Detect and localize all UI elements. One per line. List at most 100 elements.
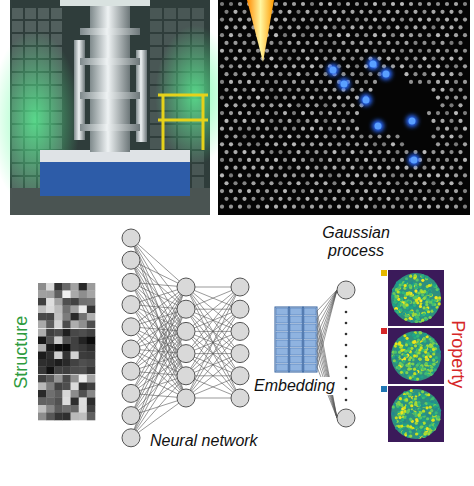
stem-image: [436, 80, 440, 84]
property-map: [424, 317, 427, 320]
stem-image: [337, 158, 341, 162]
stem-image: [409, 205, 413, 209]
property-map: [400, 411, 403, 414]
property-map: [435, 365, 438, 368]
stem-image: [454, 111, 458, 115]
property-map: [404, 350, 407, 353]
stem-image: [292, 142, 296, 146]
structure-patch: [54, 367, 62, 375]
stem-image: [332, 88, 336, 92]
microscope-photo: [12, 8, 23, 19]
stem-image: [332, 103, 336, 107]
stem-image: [391, 49, 395, 53]
stem-image: [449, 10, 453, 14]
stem-image: [247, 49, 251, 53]
stem-image: [224, 41, 228, 45]
property-map: [425, 406, 428, 409]
structure-patch: [38, 283, 46, 291]
stem-image: [359, 72, 363, 76]
stem-image: [445, 2, 449, 6]
stem-image: [337, 49, 341, 53]
stem-image: [418, 80, 422, 84]
stem-image: [256, 205, 260, 209]
stem-image: [400, 205, 404, 209]
property-map: [413, 340, 416, 343]
stem-image: [292, 158, 296, 162]
stem-image: [278, 166, 282, 170]
stem-image: [363, 97, 370, 104]
structure-patch: [71, 383, 79, 391]
stem-image: [440, 25, 444, 29]
stem-image: [458, 72, 462, 76]
microscope-photo: [51, 21, 62, 32]
stem-image: [427, 49, 431, 53]
structure-patch: [62, 413, 70, 421]
property-map: [400, 421, 403, 424]
layer-label: Neural network: [150, 432, 258, 450]
stem-image: [400, 158, 404, 162]
microscope-photo: [80, 58, 140, 65]
stem-image: [269, 25, 273, 29]
stem-image: [310, 95, 314, 99]
stem-image: [242, 134, 246, 138]
stem-image: [400, 17, 404, 21]
stem-image: [251, 56, 255, 60]
structure-patch: [46, 352, 54, 360]
stem-image: [377, 197, 381, 201]
property-map: [409, 435, 412, 438]
structure-patch: [87, 337, 95, 345]
stem-image: [386, 181, 390, 185]
stem-image: [341, 197, 345, 201]
stem-image: [314, 56, 318, 60]
neural-network: [186, 287, 240, 354]
stem-image: [247, 205, 251, 209]
embedding-block: [276, 340, 288, 347]
property-map: [410, 281, 413, 284]
stem-image: [463, 127, 467, 131]
stem-image: [256, 142, 260, 146]
stem-image: [431, 88, 435, 92]
structure-patch: [46, 298, 54, 306]
property-map: [416, 420, 419, 423]
stem-image: [391, 189, 395, 193]
property-map: [414, 344, 417, 347]
stem-image: [319, 205, 323, 209]
stem-image: [391, 17, 395, 21]
stem-image: [301, 189, 305, 193]
neural-network: [186, 287, 240, 398]
stem-image: [440, 72, 444, 76]
stem-image: [274, 111, 278, 115]
stem-image: [377, 10, 381, 14]
microscope-photo: [150, 47, 162, 58]
stem-image: [305, 103, 309, 107]
stem-image: [274, 33, 278, 37]
property-map: [430, 369, 433, 372]
stem-image: [386, 166, 390, 170]
stem-image: [278, 72, 282, 76]
stem-image: [346, 95, 350, 99]
stem-image: [400, 142, 404, 146]
neural-network: [186, 331, 240, 398]
property-map: [420, 336, 423, 339]
stem-image: [431, 166, 435, 170]
stem-image: [337, 189, 341, 193]
stem-image: [386, 197, 390, 201]
property-map: [399, 346, 402, 349]
property-map: [414, 296, 417, 299]
stem-image: [310, 33, 314, 37]
stem-image: [238, 95, 242, 99]
stem-image: [247, 33, 251, 37]
stem-image: [368, 25, 372, 29]
stem-image: [274, 127, 278, 131]
stem-image: [233, 134, 237, 138]
structure-patch: [62, 367, 70, 375]
stem-image: [332, 197, 336, 201]
stem-image: [350, 72, 354, 76]
property-map: [430, 294, 433, 297]
stem-image: [332, 134, 336, 138]
structure-patch: [79, 306, 87, 314]
stem-image: [373, 33, 377, 37]
stem-image: [355, 49, 359, 53]
structure-patch: [87, 390, 95, 398]
stem-image: [386, 134, 390, 138]
